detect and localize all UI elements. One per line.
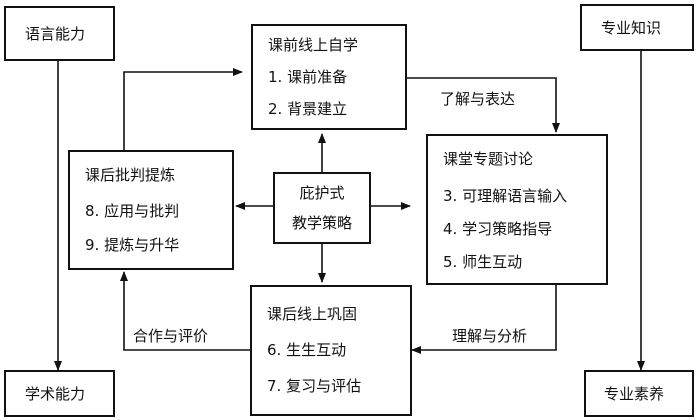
language-ability-label: 语言能力	[25, 25, 86, 43]
in-class-item-5: 5. 师生互动	[443, 253, 523, 271]
professional-knowledge-label: 专业知识	[601, 19, 662, 37]
in-class-box: 课堂专题讨论 3. 可理解语言输入 4. 学习策略指导 5. 师生互动	[426, 134, 608, 285]
center-line-1: 庇护式	[299, 184, 345, 202]
after-reflect-title: 课后批判提炼	[85, 166, 176, 184]
after-class-reflect-box: 课后批判提炼 8. 应用与批判 9. 提炼与升华	[68, 150, 234, 270]
professional-literacy-label: 专业素养	[604, 385, 665, 403]
academic-ability-label: 学术能力	[25, 385, 86, 403]
center-line-2: 教学策略	[291, 214, 352, 232]
in-class-item-4: 4. 学习策略指导	[443, 220, 553, 238]
professional-literacy-box: 专业素养	[584, 370, 694, 417]
pre-class-title: 课前线上自学	[268, 36, 359, 54]
in-class-title: 课堂专题讨论	[443, 150, 534, 168]
arrow-inclass-to-afteronline	[411, 285, 557, 354]
pre-class-box: 课前线上自学 1. 课前准备 2. 背景建立	[251, 24, 407, 130]
arrow-afteronline-to-reflect	[120, 271, 250, 351]
after-online-title: 课后线上巩固	[267, 305, 358, 323]
language-ability-box: 语言能力	[4, 6, 115, 61]
in-class-item-3: 3. 可理解语言输入	[443, 187, 568, 205]
pre-class-item-2: 2. 背景建立	[268, 100, 348, 118]
after-class-online-box: 课后线上巩固 6. 生生互动 7. 复习与评估	[250, 285, 412, 416]
pre-class-item-1: 1. 课前准备	[268, 68, 348, 86]
sheltered-instruction-box: 庇护式 教学策略	[273, 172, 371, 244]
edge-label-understand-analyze: 理解与分析	[452, 327, 528, 345]
professional-knowledge-box: 专业知识	[580, 4, 694, 51]
after-reflect-item-9: 9. 提炼与升华	[85, 236, 180, 254]
edge-label-cooperate-evaluate: 合作与评价	[133, 327, 209, 345]
academic-ability-box: 学术能力	[4, 370, 115, 417]
after-reflect-item-8: 8. 应用与批判	[85, 202, 180, 220]
after-online-item-6: 6. 生生互动	[267, 341, 347, 359]
arrow-preclass-to-inclass	[406, 77, 560, 133]
edge-label-understand-express: 了解与表达	[440, 90, 516, 108]
after-online-item-7: 7. 复习与评估	[267, 377, 362, 395]
arrow-reflect-to-preclass	[123, 68, 243, 152]
